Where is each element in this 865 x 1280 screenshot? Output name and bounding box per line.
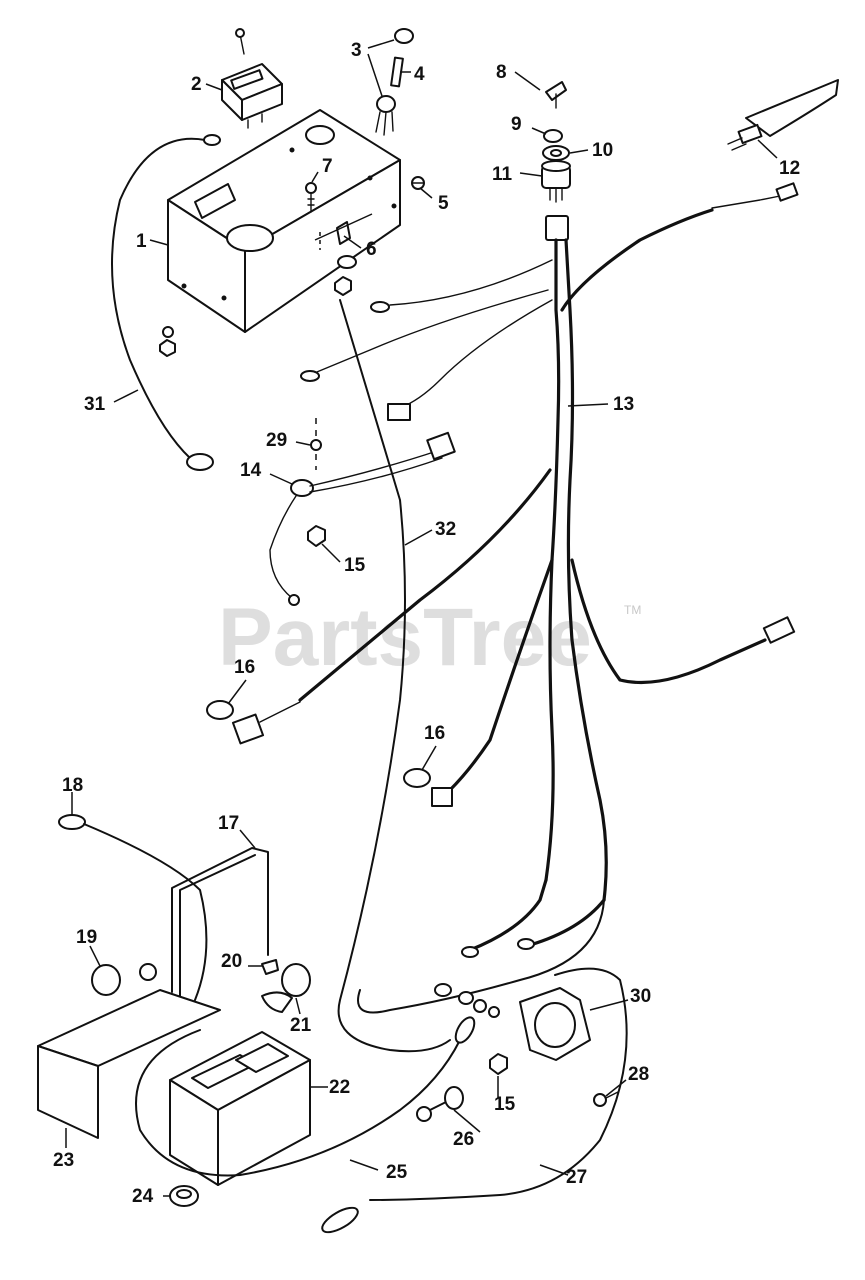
- callout-3: 3: [351, 40, 362, 61]
- part-23-battery-tray: [37, 989, 221, 1139]
- callout-5: 5: [438, 193, 449, 214]
- callout-23: 23: [53, 1150, 74, 1171]
- callout-10: 10: [592, 140, 613, 161]
- callout-21: 21: [290, 1015, 312, 1036]
- callout-11: 11: [492, 164, 513, 185]
- part-10-washer: [542, 145, 570, 161]
- part-19-terminal-boot: [91, 963, 157, 996]
- part-31-ground-cable: [111, 134, 221, 471]
- callout-15b: 15: [494, 1094, 516, 1115]
- callout-14: 14: [240, 460, 262, 481]
- part-16-interlock-switch-2: [403, 768, 431, 788]
- part-3-switch-assembly: [375, 28, 414, 136]
- callout-16a: 16: [234, 657, 255, 678]
- part-15-nut: [307, 525, 508, 1075]
- leader-lines: [65, 39, 778, 1197]
- part-29-washer: [310, 439, 322, 451]
- part-26-bolt: [416, 1086, 464, 1122]
- callout-25: 25: [386, 1162, 408, 1183]
- callout-30: 30: [630, 986, 651, 1007]
- part-9-nut: [543, 129, 563, 143]
- part-11-ignition-switch: [541, 160, 571, 203]
- callout-4: 4: [414, 64, 425, 85]
- callout-6: 6: [366, 239, 377, 260]
- part-21-terminal-boot: [261, 963, 311, 1013]
- part-30-solenoid: [434, 983, 591, 1061]
- trademark-mark: TM: [624, 603, 641, 617]
- callout-2: 2: [191, 74, 202, 95]
- callout-12: 12: [779, 158, 800, 179]
- part-8-ignition-key: [545, 81, 567, 109]
- callout-labels: 1 2 3 4 5 6 7 8 9 10 11 12 13 14 15 16 1…: [53, 40, 800, 1207]
- part-1-dash-panel: [167, 109, 401, 333]
- callout-15a: 15: [344, 555, 366, 576]
- callout-29: 29: [266, 430, 287, 451]
- part-22-battery: [169, 1031, 311, 1186]
- callout-8: 8: [496, 62, 507, 83]
- callout-7: 7: [322, 156, 333, 177]
- callout-19: 19: [76, 927, 97, 948]
- callout-24: 24: [132, 1186, 154, 1207]
- part-5-screw: [411, 176, 425, 190]
- callout-32: 32: [435, 519, 456, 540]
- callout-1: 1: [136, 231, 147, 252]
- part-27-cable: [321, 967, 628, 1234]
- part-20-clip: [261, 959, 279, 975]
- callout-9: 9: [511, 114, 522, 135]
- callout-27: 27: [566, 1167, 587, 1188]
- part-2-hour-meter: [221, 28, 283, 129]
- part-24-grommet: [169, 1185, 199, 1207]
- part-25-battery-cable: [135, 1016, 476, 1177]
- callout-13: 13: [613, 394, 634, 415]
- part-7-screw: [305, 182, 317, 213]
- callout-22: 22: [329, 1077, 350, 1098]
- callout-26: 26: [453, 1129, 474, 1150]
- part-16-interlock-switch: [206, 700, 301, 745]
- part-13-wiring-harness: [298, 182, 799, 1014]
- part-12-fuse-holder: [727, 79, 839, 151]
- callout-20: 20: [221, 951, 242, 972]
- callout-16b: 16: [424, 723, 445, 744]
- part-14-wiring-connector: [269, 418, 456, 606]
- part-18-battery-cable: [58, 814, 208, 1001]
- part-32-cable: [337, 299, 451, 1053]
- part-17-battery-bracket: [171, 847, 269, 999]
- callout-31: 31: [84, 394, 106, 415]
- part-28-screw: [593, 1091, 619, 1107]
- callout-28: 28: [628, 1064, 649, 1085]
- callout-18: 18: [62, 775, 83, 796]
- callout-17: 17: [218, 813, 239, 834]
